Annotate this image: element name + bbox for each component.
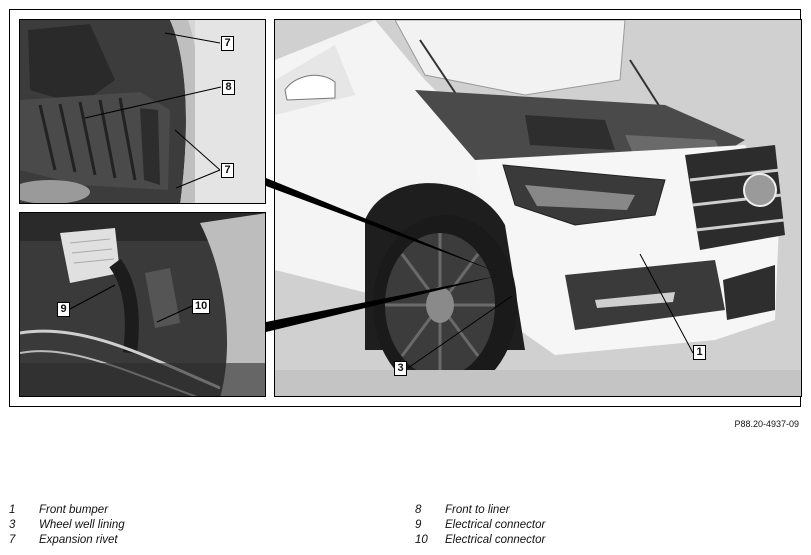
vehicle-front-photo — [275, 20, 801, 396]
legend-item: 1 Front bumper — [9, 503, 125, 518]
legend-label: Electrical connector — [445, 534, 546, 546]
legend-label: Front to liner — [445, 504, 510, 516]
callout-3: 3 — [394, 361, 407, 376]
legend-number: 1 — [9, 504, 16, 516]
callout-7-top: 7 — [221, 36, 234, 51]
legend-item: 7 Expansion rivet — [9, 533, 125, 548]
legend-number: 8 — [415, 504, 422, 516]
electrical-connectors-photo — [20, 213, 265, 396]
legend-number: 9 — [415, 519, 422, 531]
legend-item: 9 Electrical connector — [415, 518, 545, 533]
legend-item: 10 Electrical connector — [415, 533, 545, 548]
callout-10: 10 — [192, 299, 211, 314]
callout-8: 8 — [222, 80, 235, 95]
vehicle-front-view — [274, 19, 802, 397]
callout-9: 9 — [57, 302, 70, 317]
legend-label: Electrical connector — [445, 519, 546, 531]
legend-label: Expansion rivet — [39, 534, 118, 546]
legend-label: Wheel well lining — [39, 519, 125, 531]
callout-1: 1 — [693, 345, 706, 360]
legend-number: 7 — [9, 534, 16, 546]
legend-number: 10 — [415, 534, 428, 546]
figure-reference: P88.20-4937-09 — [734, 419, 799, 429]
detail-panel-electrical-connectors — [19, 212, 266, 397]
legend-left: 1 Front bumper 3 Wheel well lining 7 Expans… — [9, 503, 125, 548]
legend-label: Front bumper — [39, 504, 109, 516]
legend-item: 8 Front to liner — [415, 503, 545, 518]
legend-number: 3 — [9, 519, 16, 531]
legend-item: 3 Wheel well lining — [9, 518, 125, 533]
callout-7-bottom: 7 — [221, 163, 234, 178]
